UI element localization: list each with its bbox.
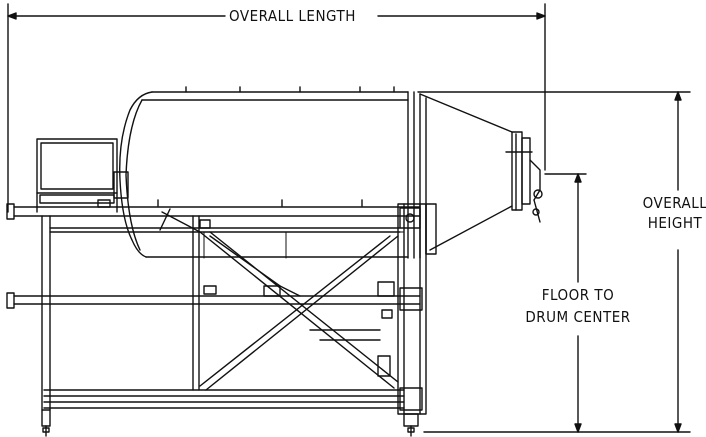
upper-rail	[6, 203, 421, 233]
overall-length-label: OVERALL LENGTH	[229, 7, 356, 25]
overall-height-line1: OVERALL	[642, 194, 706, 212]
cross-bracing	[159, 208, 399, 391]
rail-details	[97, 199, 211, 229]
legs	[41, 215, 200, 437]
overall-height-line2: HEIGHT	[647, 214, 703, 232]
overall-height-dimension	[417, 91, 691, 433]
floor-to-drum-line1: FLOOR TO	[541, 286, 615, 304]
base-rail	[43, 389, 405, 409]
floor-to-drum-label: FLOOR TO DRUM CENTER	[522, 287, 634, 325]
overall-length-dimension	[7, 3, 546, 213]
lower-rail	[6, 292, 421, 309]
front-upright	[377, 203, 437, 437]
floor-to-drum-line2: DRUM CENTER	[525, 308, 631, 326]
control-box	[36, 138, 118, 213]
floor-to-drum-dimension	[544, 173, 587, 433]
overall-height-label: OVERALL HEIGHT	[636, 195, 706, 231]
